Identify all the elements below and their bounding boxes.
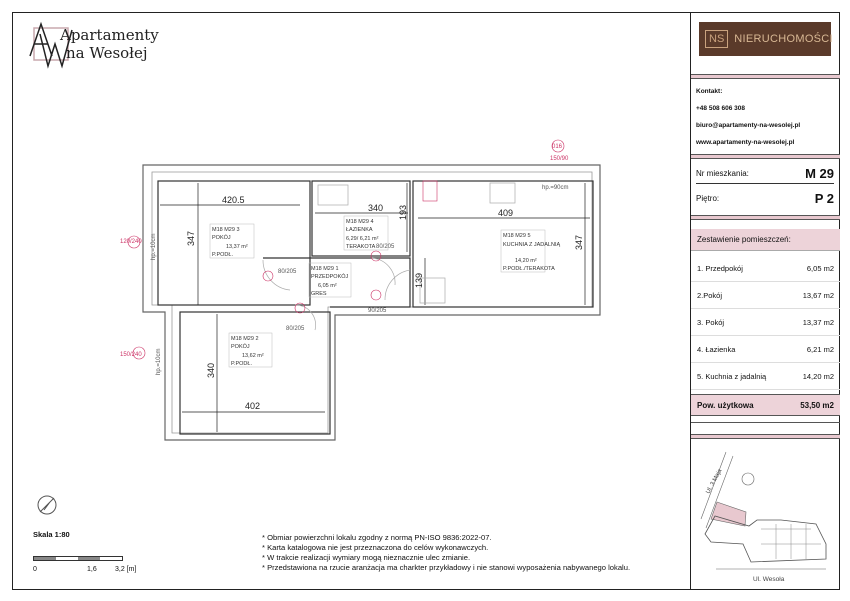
contact-email[interactable]: biuro@apartamenty-na-wesolej.pl bbox=[696, 122, 801, 129]
note: * Karta katalogowa nie jest przeznaczona… bbox=[262, 543, 489, 552]
floor-value: P 2 bbox=[814, 190, 834, 206]
logo-mark bbox=[29, 21, 73, 69]
svg-text:M18 M29 4: M18 M29 4 bbox=[346, 219, 374, 225]
svg-text:13,62 m²: 13,62 m² bbox=[242, 353, 264, 359]
contact-phone[interactable]: +48 508 606 308 bbox=[696, 105, 745, 112]
svg-text:POKÓJ: POKÓJ bbox=[212, 234, 231, 241]
window-sill: hp.=10cm bbox=[151, 233, 157, 260]
svg-text:M18 M29 1: M18 M29 1 bbox=[311, 266, 339, 272]
door-label: 80/205 bbox=[286, 326, 305, 332]
dim-room3-height: 347 bbox=[186, 231, 196, 246]
dim-hall: 139 bbox=[414, 273, 424, 288]
svg-text:14,20 m²: 14,20 m² bbox=[515, 258, 537, 264]
dim-bath-width: 340 bbox=[368, 203, 383, 213]
scale-label: Skala 1:80 bbox=[33, 530, 70, 539]
dim-kitchen-width: 409 bbox=[498, 208, 513, 218]
svg-text:Ul. Wesoła: Ul. Wesoła bbox=[753, 576, 785, 583]
svg-text:M18 M29 3: M18 M29 3 bbox=[212, 227, 240, 233]
brand-logo: NS NIERUCHOMOŚCI bbox=[699, 22, 833, 56]
scale-tick: 0 bbox=[33, 566, 37, 573]
window-label: 150/240 bbox=[120, 352, 142, 358]
logo: Apartamenty na Wesołej bbox=[26, 20, 186, 70]
page-frame bbox=[12, 12, 840, 590]
svg-text:6,29/ 6,21 m²: 6,29/ 6,21 m² bbox=[346, 236, 379, 242]
door-label: 80/205 bbox=[376, 244, 395, 250]
svg-text:13,37 m²: 13,37 m² bbox=[226, 244, 248, 250]
scale-bar bbox=[33, 556, 123, 561]
contact-label: Kontakt: bbox=[696, 88, 723, 95]
window-sill: hp.=10cm bbox=[156, 348, 162, 375]
brand-name: NIERUCHOMOŚCI bbox=[734, 33, 833, 45]
svg-text:POKÓJ: POKÓJ bbox=[231, 343, 250, 350]
svg-text:M18 M29 5: M18 M29 5 bbox=[503, 233, 531, 239]
note: * Obmiar powierzchni lokalu zgodny z nor… bbox=[262, 533, 492, 542]
dim-room2-height: 340 bbox=[206, 363, 216, 378]
svg-text:PRZEDPOKÓJ: PRZEDPOKÓJ bbox=[311, 273, 349, 280]
brand-initials: NS bbox=[705, 30, 729, 48]
apartment-number: M 29 bbox=[805, 166, 834, 181]
svg-text:ŁAZIENKA: ŁAZIENKA bbox=[346, 227, 373, 233]
svg-text:P.PODŁ.: P.PODŁ. bbox=[212, 252, 233, 258]
notes: * Obmiar powierzchni lokalu zgodny z nor… bbox=[262, 533, 630, 573]
note: * Przedstawiona na rzucie aranżacja ma c… bbox=[262, 563, 631, 572]
room-label-5: M18 M29 5 KUCHNIA Z JADALNIĄ 14,20 m² P.POD… bbox=[500, 229, 560, 273]
site-map: Ul. 3 Maja Ul. Wesoła bbox=[700, 451, 827, 583]
floor-label: Piętro: bbox=[696, 193, 720, 203]
svg-text:6,05 m²: 6,05 m² bbox=[318, 283, 337, 289]
info-panel: NS NIERUCHOMOŚCI Kontakt: +48 508 606 30… bbox=[690, 12, 840, 590]
contact-website[interactable]: www.apartamenty-na-wesolej.pl bbox=[696, 139, 795, 146]
svg-text:GRES: GRES bbox=[311, 291, 327, 297]
svg-text:KUCHNIA Z JADALNIĄ: KUCHNIA Z JADALNIĄ bbox=[503, 242, 560, 248]
note: * W trakcie realizacji wymiary mogą niez… bbox=[262, 553, 471, 562]
dim-room2-width: 402 bbox=[245, 401, 260, 411]
svg-text:P.PODŁ.: P.PODŁ. bbox=[231, 361, 252, 367]
scale-tick: 3,2 [m] bbox=[115, 566, 137, 573]
dim-kitchen-height: 347 bbox=[574, 235, 584, 250]
room-label-4: M18 M29 4 ŁAZIENKA 6,29/ 6,21 m² TERAKOTA bbox=[343, 215, 389, 251]
logo-line1: Apartamenty bbox=[60, 26, 159, 44]
window-id: 016 bbox=[552, 144, 563, 150]
dim-room3-width: 420.5 bbox=[222, 195, 245, 205]
north-arrow-icon bbox=[37, 495, 57, 515]
svg-text:M18 M29 2: M18 M29 2 bbox=[231, 336, 259, 342]
window-sill: hp.=90cm bbox=[542, 185, 569, 191]
svg-text:P.PODŁ./TERAKOTA: P.PODŁ./TERAKOTA bbox=[503, 266, 555, 272]
door-label: 90/205 bbox=[368, 308, 387, 314]
apartment-number-label: Nr mieszkania: bbox=[696, 169, 749, 178]
door-label: 80/205 bbox=[278, 269, 297, 275]
dim-bath-height: 193 bbox=[398, 205, 408, 220]
window-label: 120/240 bbox=[120, 239, 142, 245]
logo-line2: na Wesołej bbox=[66, 44, 148, 62]
rooms-summary-title: Zestawienie pomieszczeń: bbox=[691, 229, 840, 251]
svg-text:Ul. 3 Maja: Ul. 3 Maja bbox=[705, 468, 723, 495]
window-label: 150/90 bbox=[550, 156, 569, 162]
svg-text:TERAKOTA: TERAKOTA bbox=[346, 244, 376, 250]
scale-tick: 1,6 bbox=[87, 566, 97, 573]
